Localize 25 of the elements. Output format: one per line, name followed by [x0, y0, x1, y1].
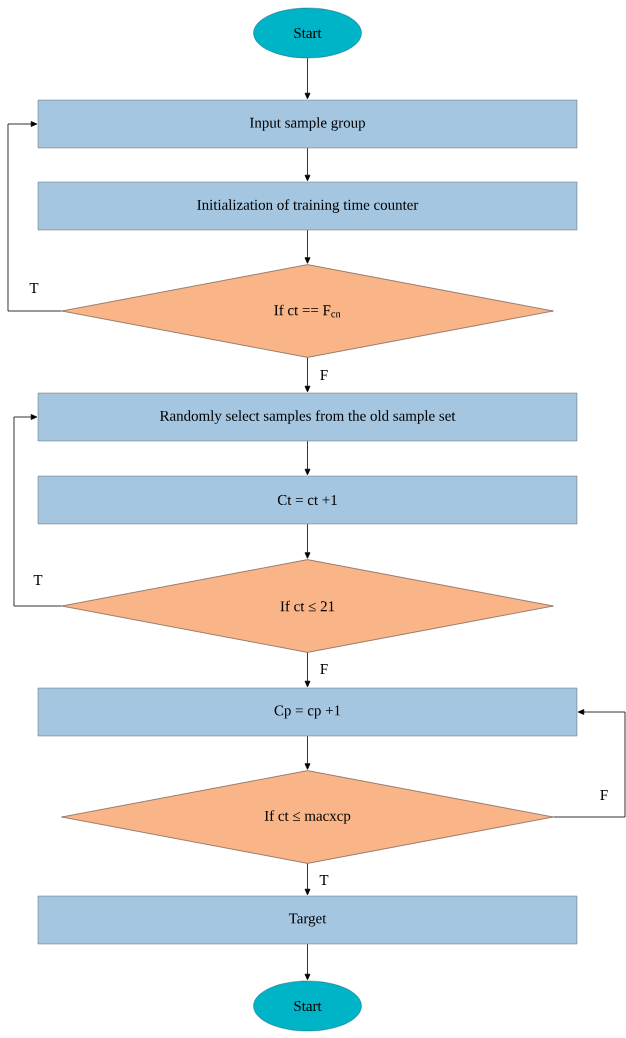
edge-label: T — [318, 874, 330, 886]
arrow — [304, 943, 311, 981]
edge-label: T — [32, 574, 44, 586]
arrow — [304, 863, 311, 896]
arrow — [13, 414, 62, 607]
arrow — [304, 440, 311, 476]
process-box: Randomly select samples from the old sample set — [37, 392, 578, 442]
arrow — [304, 735, 311, 770]
arrow — [304, 229, 311, 264]
process-box: Input sample group — [37, 99, 578, 149]
arrow — [7, 121, 62, 312]
arrow — [304, 652, 311, 688]
edge-label: F — [318, 369, 330, 381]
arrow — [304, 357, 311, 393]
process-box: Cp = cp +1 — [37, 687, 578, 737]
arrow — [304, 523, 311, 559]
process-box: Ct = ct +1 — [37, 475, 578, 525]
process-box: Initialization of training time counter — [37, 181, 578, 231]
edge-label: F — [598, 789, 610, 801]
process-box: Target — [37, 895, 578, 945]
edge-label: F — [318, 663, 330, 675]
edge-label: T — [28, 282, 40, 294]
arrow — [304, 147, 311, 182]
arrow — [553, 709, 626, 818]
arrow — [304, 57, 311, 100]
